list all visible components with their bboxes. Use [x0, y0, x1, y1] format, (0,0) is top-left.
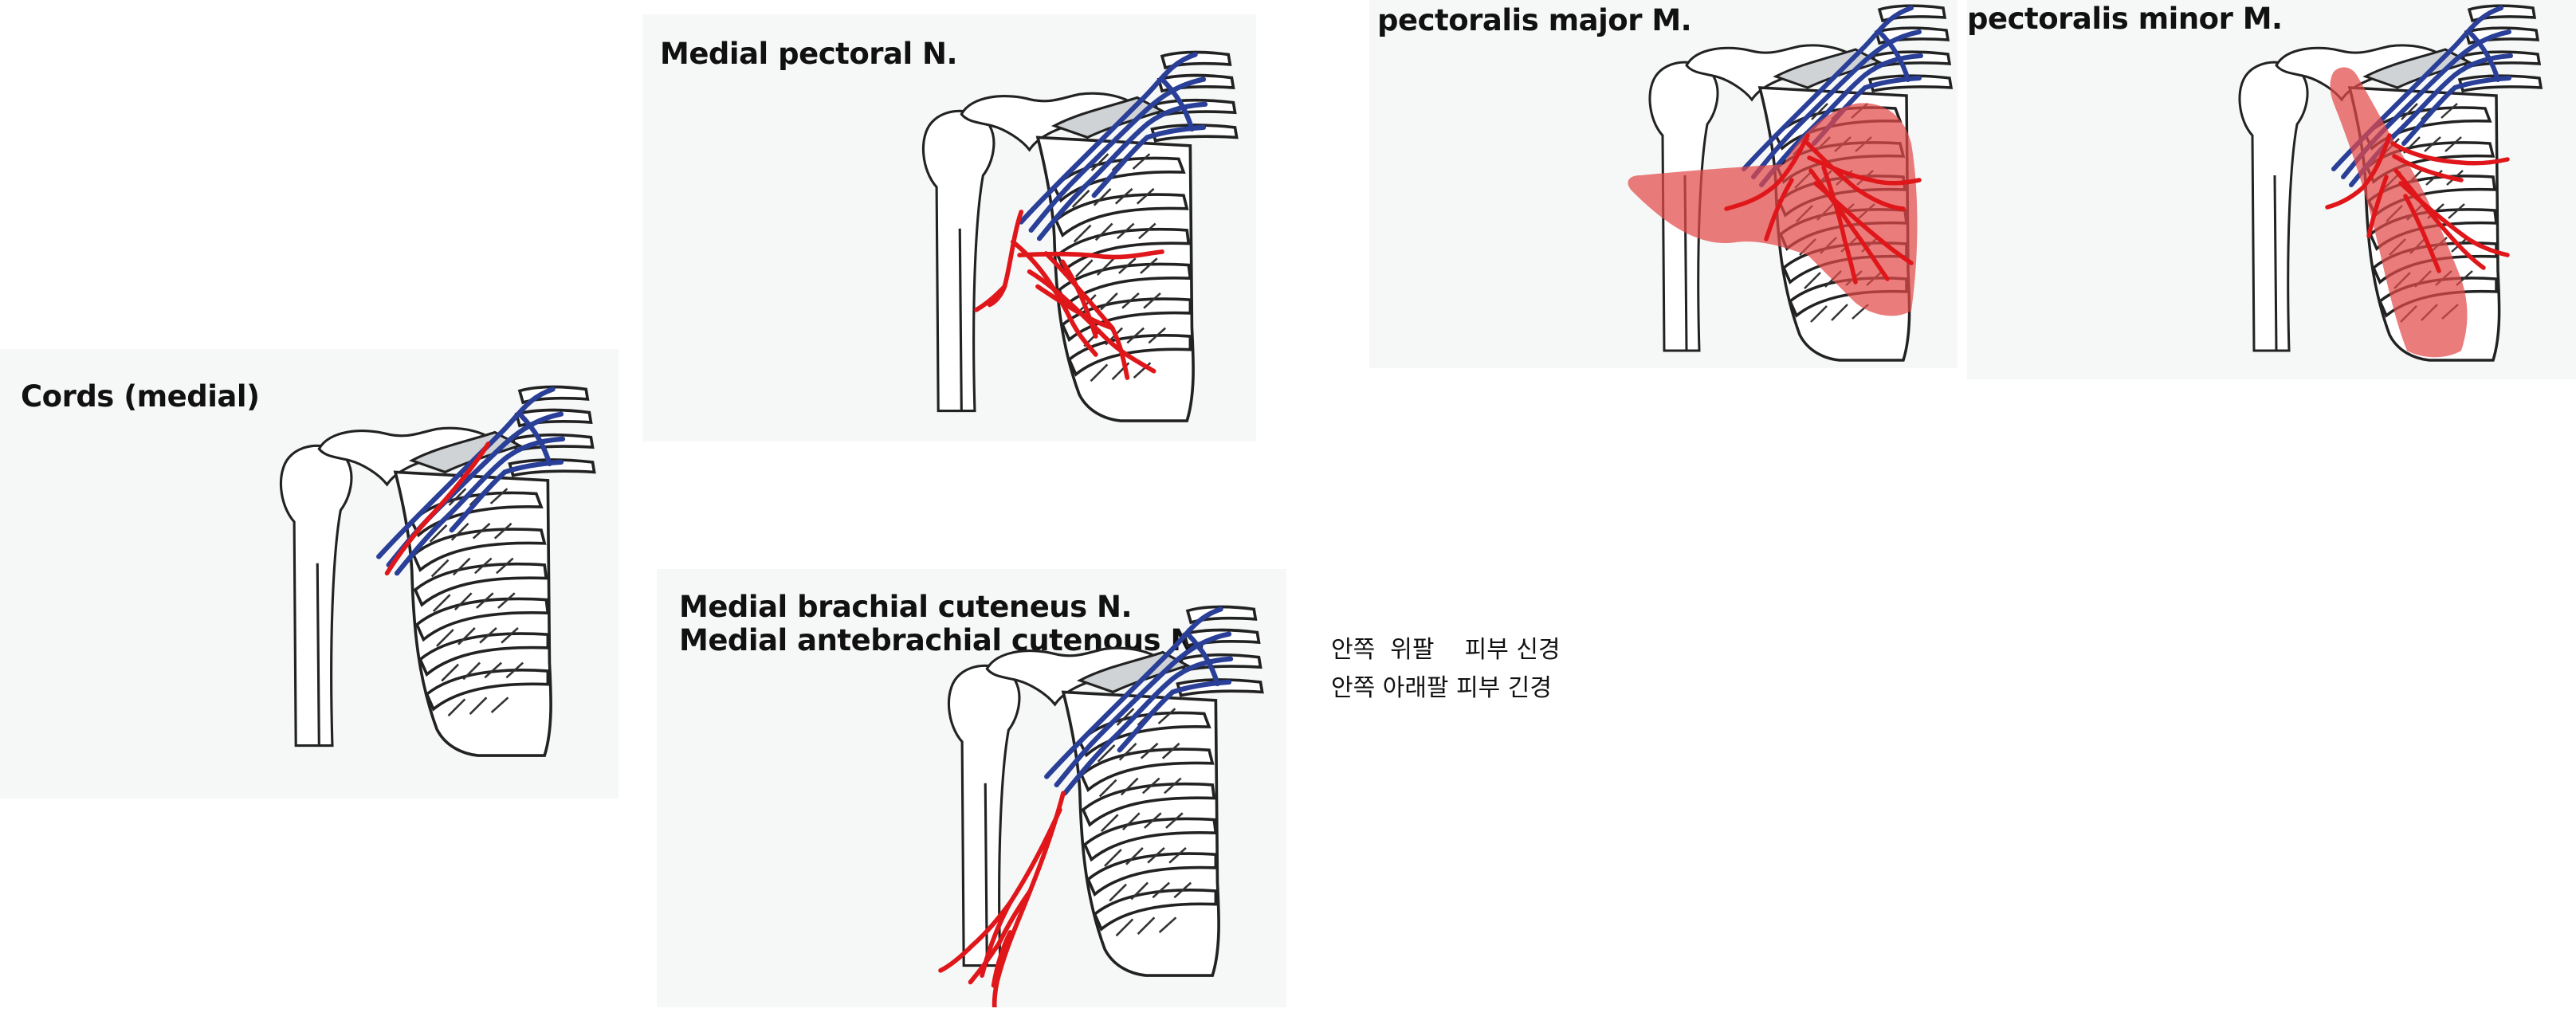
korean-note-line1: 안쪽 위팔 피부 신경 — [1331, 636, 1561, 664]
panel-medial-pectoral: Medial pectoral N. — [642, 14, 1256, 441]
panel-title-medial-pectoral: Medial pectoral N. — [660, 37, 958, 71]
panel-title-medial-brachial-cutaneous: Medial brachial cuteneus N. — [679, 590, 1133, 624]
anatomy-illustration-cords — [279, 385, 596, 757]
panel-title-pectoralis-minor: pectoralis minor M. — [1967, 2, 2283, 36]
medial-cutaneous-nerves — [938, 791, 1066, 1007]
panel-pectoralis-minor: pectoralis minor M. — [1967, 0, 2576, 379]
panel-title-cords: Cords (medial) — [21, 379, 260, 414]
panel-cords-medial: Cords (medial) — [0, 349, 618, 799]
medial-cord-nerve — [384, 441, 491, 576]
pectoralis-minor-muscle-highlight — [2330, 67, 2468, 358]
pectoralis-major-muscle-highlight — [1628, 103, 1918, 316]
medial-pectoral-nerve-branches — [974, 210, 1164, 380]
medial-pectoral-nerve-to-pectoralis-minor — [2325, 133, 2510, 273]
anatomy-illustration-pectoralis-minor — [2238, 4, 2543, 362]
panel-medial-cutaneous: Medial brachial cuteneus N. Medial anteb… — [657, 569, 1286, 1007]
korean-note-line2: 안쪽 아래팔 피부 긴경 — [1331, 674, 1553, 702]
medial-pectoral-nerve-to-pectoralis-major — [1724, 133, 1922, 285]
anatomy-illustration-pectoralis-major — [1628, 4, 1953, 362]
panel-title-pectoralis-major: pectoralis major M. — [1377, 3, 1692, 37]
anatomy-illustration-medial-cutaneous — [938, 605, 1264, 1007]
anatomy-illustration-medial-pectoral — [921, 50, 1239, 422]
panel-pectoralis-major: pectoralis major M. — [1369, 0, 1958, 368]
